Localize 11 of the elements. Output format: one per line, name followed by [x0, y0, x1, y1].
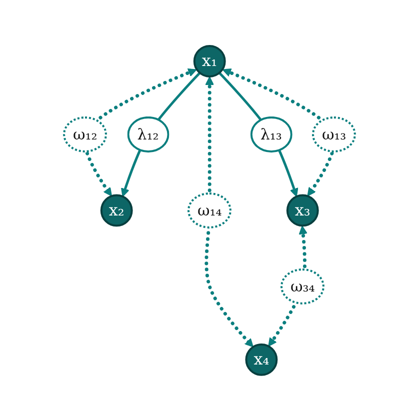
edge-label: ω₁₄ — [188, 192, 232, 228]
edge-label: ω₁₂ — [63, 116, 108, 152]
edge-label: λ₁₃ — [250, 116, 292, 152]
edge-label: ω₁₃ — [312, 116, 357, 152]
edge-label: ω₃₄ — [280, 268, 326, 304]
node-circle: x₂ — [100, 194, 134, 226]
node-circle: x₃ — [286, 194, 320, 226]
arrow — [205, 76, 254, 347]
node-circle: x₄ — [246, 343, 278, 376]
edge-label: λ₁₂ — [128, 116, 170, 152]
node-circle: x₁ — [194, 44, 226, 77]
